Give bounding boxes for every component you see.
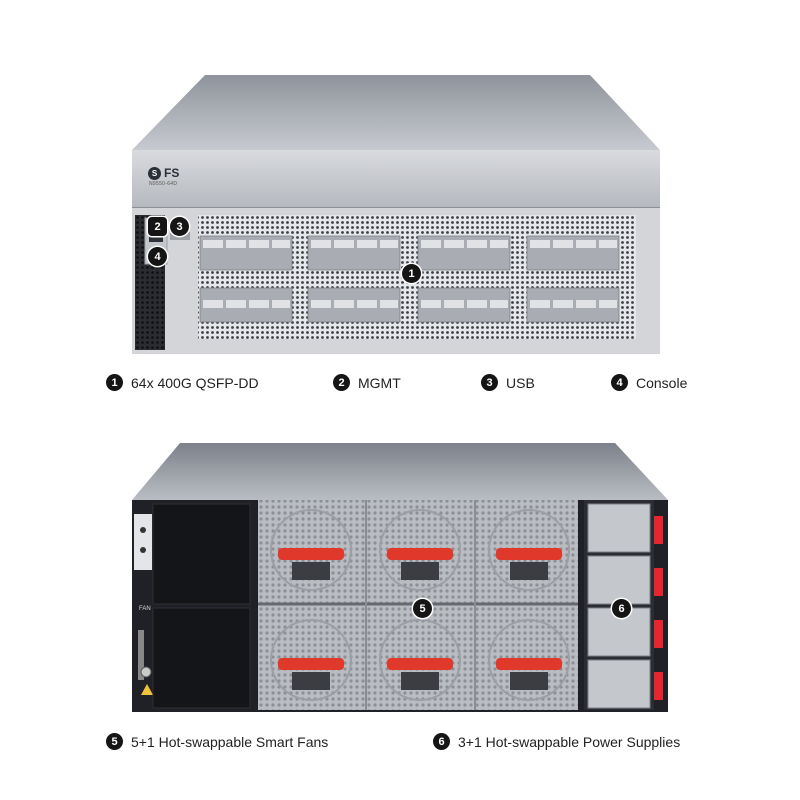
callout-number: 5 [106,733,123,750]
callout-label: 3+1 Hot-swappable Power Supplies [458,733,681,750]
marker-1: 1 [402,264,421,283]
marker-2: 2 [148,217,167,236]
callout-power-supplies: 6 3+1 Hot-swappable Power Supplies [433,733,680,750]
brand-logo: S FS [148,166,179,180]
callout-number: 2 [333,374,350,391]
marker-3: 3 [170,217,189,236]
callout-number: 3 [481,374,498,391]
front-chassis [132,75,660,354]
callout-qsfp-dd: 1 64x 400G QSFP-DD [106,374,259,391]
callout-label: MGMT [358,374,401,391]
callout-number: 1 [106,374,123,391]
marker-6: 6 [612,599,631,618]
callout-mgmt: 2 MGMT [333,374,401,391]
callout-usb: 3 USB [481,374,535,391]
callout-number: 4 [611,374,628,391]
rear-fan-label: FAN [139,606,151,612]
callout-label: 64x 400G QSFP-DD [131,374,259,391]
callout-label: USB [506,374,535,391]
marker-5: 5 [413,599,432,618]
callout-number: 6 [433,733,450,750]
callout-console: 4 Console [611,374,687,391]
brand-name: FS [164,166,180,180]
fs-logo-icon: S [148,166,161,180]
rear-chassis [132,443,668,712]
callout-smart-fans: 5 5+1 Hot-swappable Smart Fans [106,733,328,750]
marker-4: 4 [148,247,167,266]
callout-label: Console [636,374,688,391]
callout-label: 5+1 Hot-swappable Smart Fans [131,733,329,750]
model-label: N9550-64D [149,181,178,187]
